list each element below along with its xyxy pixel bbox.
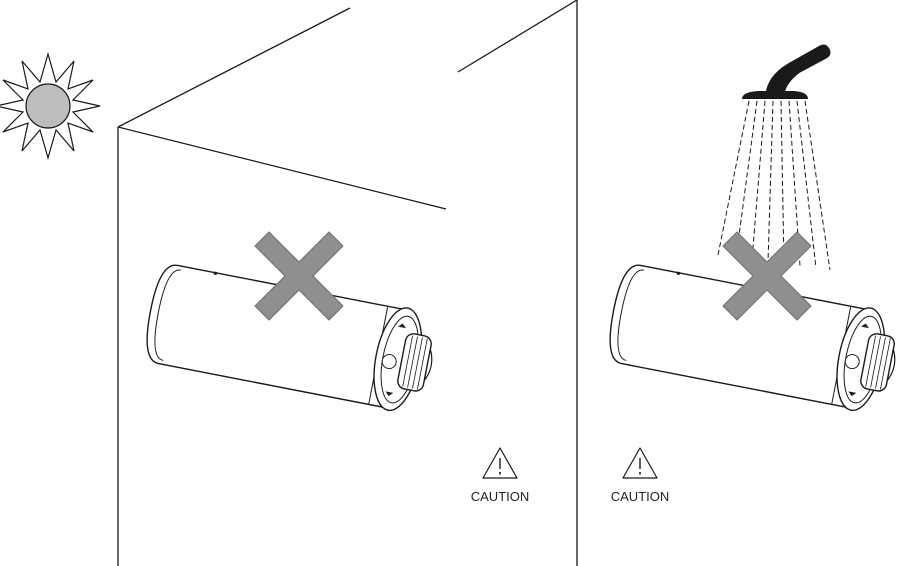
shower-head-icon: [742, 44, 831, 99]
water-spray: [717, 100, 831, 271]
room-walls: [117, 0, 578, 566]
warning-triangle-icon: [482, 447, 518, 479]
warning-triangle-icon: [622, 447, 658, 479]
caution-label-left: CAUTION: [471, 489, 530, 504]
sun-icon: [0, 51, 101, 161]
caution-label-right: CAUTION: [611, 489, 670, 504]
